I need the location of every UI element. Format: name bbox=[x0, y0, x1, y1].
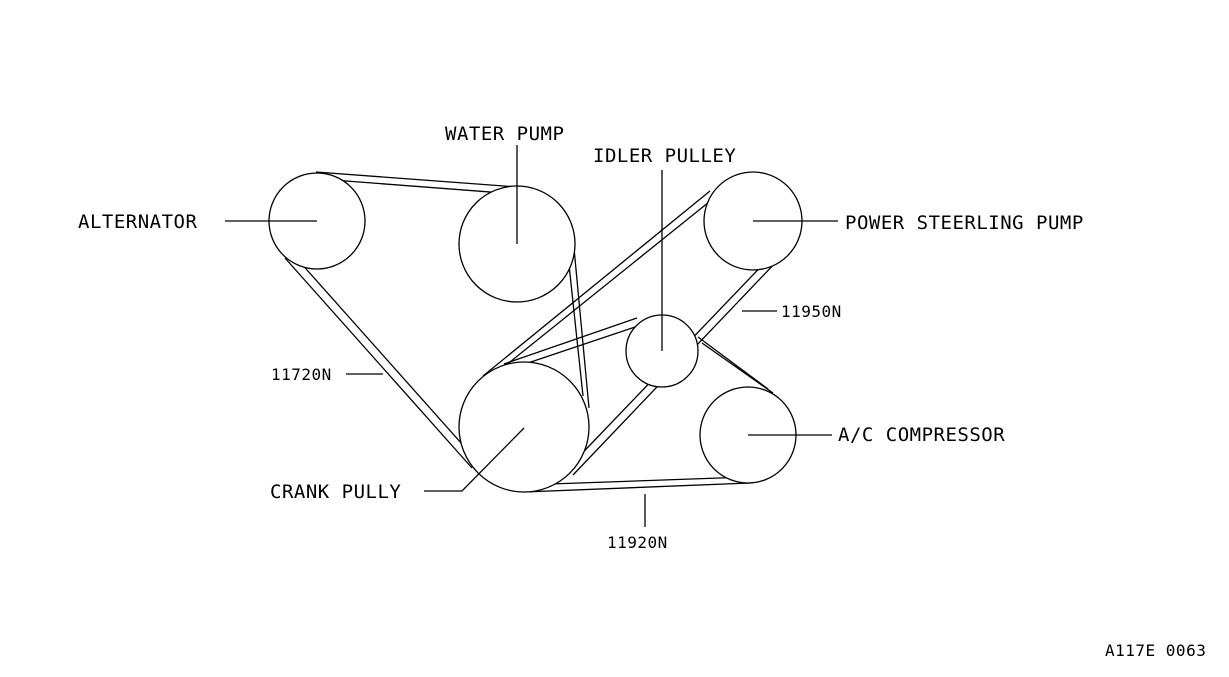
crank-pulley-label: CRANK PULLY bbox=[270, 481, 401, 503]
crank-pulley bbox=[458, 361, 590, 493]
belt-11920n-label: 11920N bbox=[607, 533, 668, 552]
alternator-label: ALTERNATOR bbox=[78, 211, 197, 233]
crank-pulley-leader bbox=[424, 427, 525, 492]
belt-11950n-label: 11950N bbox=[781, 302, 842, 321]
idler-pulley-label: IDLER PULLEY bbox=[593, 145, 736, 167]
figure-code: A117E 0063 bbox=[1105, 641, 1206, 660]
ac-compressor-label: A/C COMPRESSOR bbox=[838, 424, 1005, 446]
belt-11720n bbox=[284, 171, 590, 469]
water-pump-label: WATER PUMP bbox=[445, 123, 564, 145]
power-steering-pump-label: POWER STEERLING PUMP bbox=[845, 212, 1084, 234]
belt-11920n bbox=[503, 317, 774, 493]
belt-11720n-label: 11720N bbox=[271, 365, 332, 384]
leader-lines bbox=[225, 145, 838, 527]
